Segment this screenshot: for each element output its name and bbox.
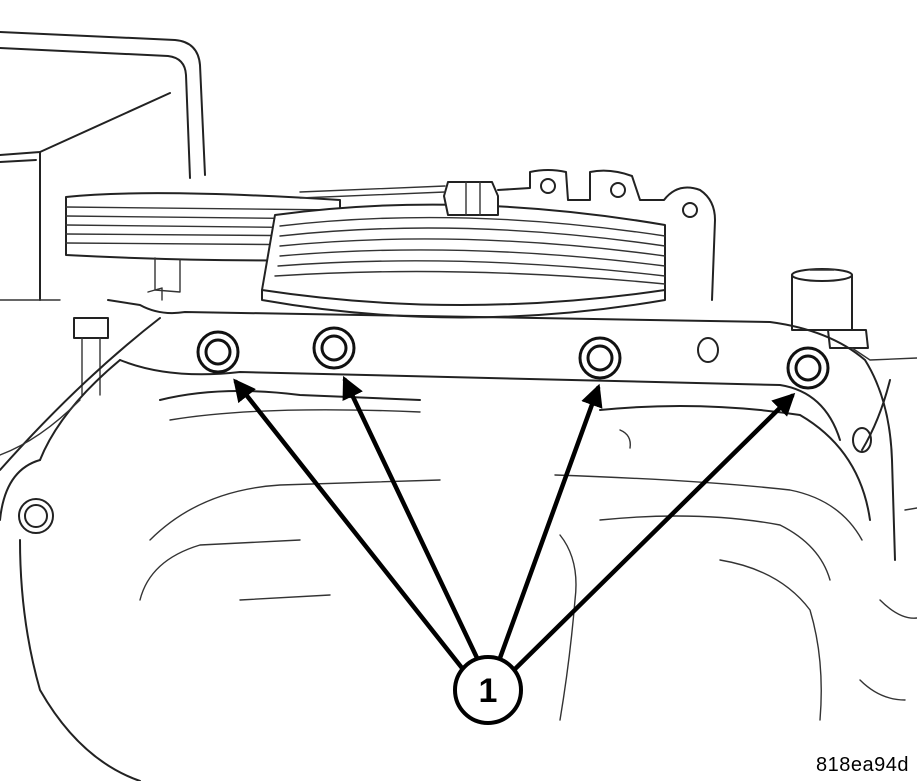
oil-pan-bolt-4 [786, 346, 830, 390]
callout-1: 1 [453, 655, 523, 725]
engine-block-outline [0, 31, 206, 301]
arrow-to-bolt-1 [233, 378, 465, 671]
right-side-sensor [791, 268, 917, 361]
figure-id: 818ea94d [816, 754, 909, 776]
callout-number: 1 [479, 672, 498, 710]
oil-pan-bolt-3 [578, 336, 622, 380]
arrow-to-bolt-2 [342, 375, 481, 663]
mounting-bracket [497, 169, 716, 301]
arrow-to-bolt-4 [511, 392, 796, 673]
left-small-bolt [73, 287, 163, 396]
oil-pan-bolt-holes [18, 337, 872, 534]
crankshaft-bolt [299, 181, 499, 216]
crankshaft-pulley [261, 203, 666, 319]
oil-pan-body [0, 299, 917, 781]
oil-pan-bolt-1 [196, 330, 240, 374]
callout-arrows [233, 375, 796, 673]
oil-pan-bolt-2 [312, 326, 356, 370]
arrow-to-bolt-3 [497, 383, 603, 661]
